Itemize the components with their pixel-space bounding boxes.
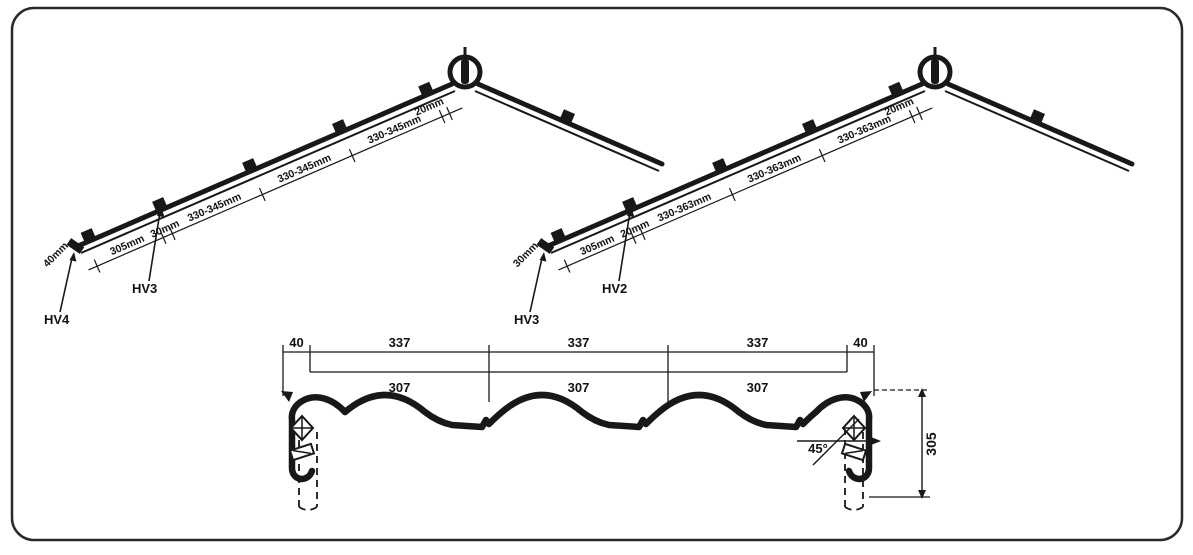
dim-label: 40 (289, 335, 303, 350)
callout-upper-label: HV2 (602, 281, 627, 296)
top-dimension-labels: 40 337 337 337 40 307 307 307 (289, 335, 867, 395)
angle-label: 45° (808, 441, 828, 456)
cover-dim-label: 307 (747, 380, 769, 395)
height-dimension: 305 (869, 388, 939, 499)
height-label: 305 (923, 432, 939, 456)
tile-profile (341, 391, 820, 431)
callout-upper-label: HV3 (132, 281, 157, 296)
cover-dim-label: 307 (568, 380, 590, 395)
callout-lower-label: HV4 (44, 312, 70, 327)
dim-label: 337 (747, 335, 769, 350)
right-edge-cap (812, 394, 873, 483)
right-edge-arrow (860, 391, 872, 402)
left-edge-arrow (281, 391, 293, 402)
left-fastener-icon (288, 414, 316, 462)
cross-section: 40 337 337 337 40 307 307 307 (281, 335, 939, 511)
left-edge-cap (288, 394, 349, 483)
cover-dim-label: 307 (389, 380, 411, 395)
dim-label: 40 (853, 335, 867, 350)
dim-label: 337 (568, 335, 590, 350)
callout-lower-label: HV3 (514, 312, 539, 327)
top-dimension-line (282, 345, 875, 402)
right-fastener-icon (840, 414, 868, 462)
dim-label: 337 (389, 335, 411, 350)
angle-annotation: 45° (797, 418, 881, 466)
figure-border (10, 6, 1184, 542)
